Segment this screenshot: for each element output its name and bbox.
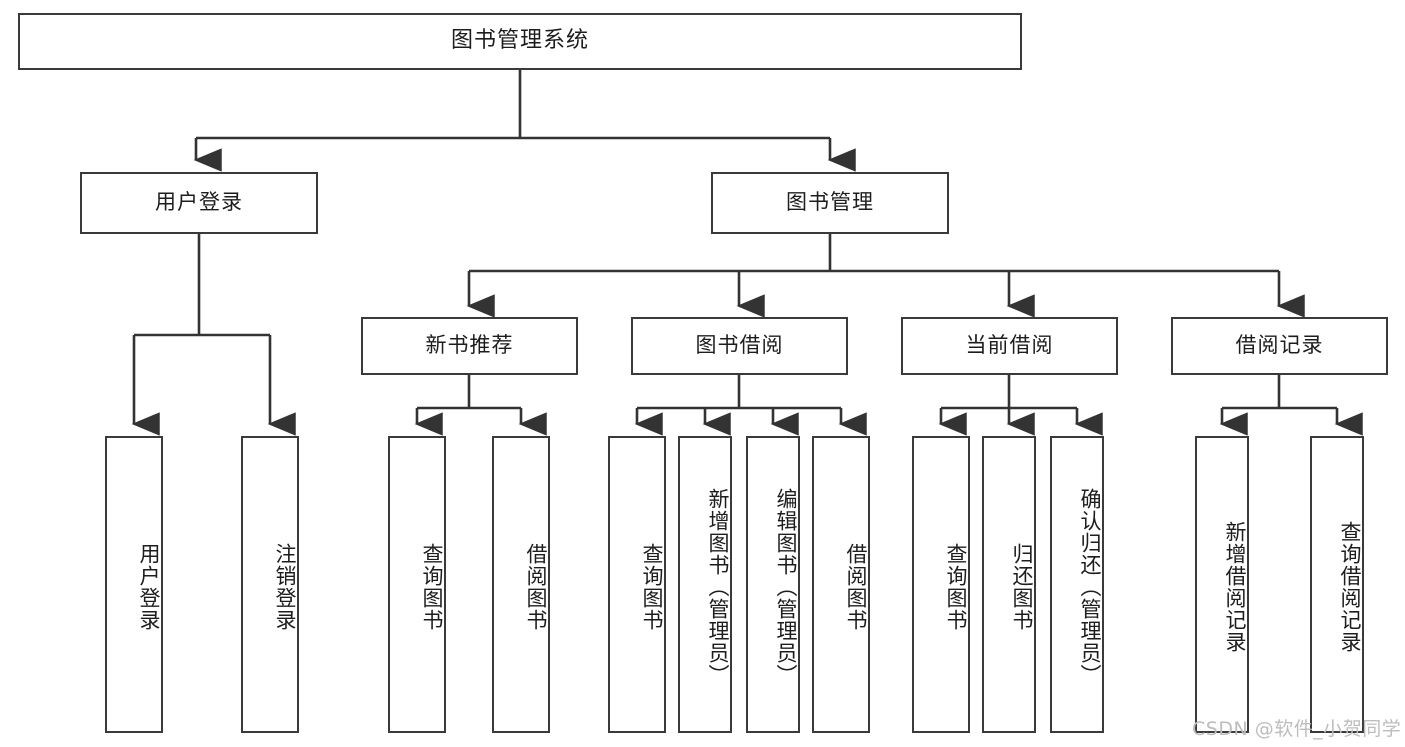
leaf-borrow-query-book[interactable]: 查询图书 — [608, 436, 666, 733]
leaf-recommend-borrow-book[interactable]: 借阅图书 — [492, 436, 550, 733]
leaf-record-query-record[interactable]: 查询借阅记录 — [1310, 436, 1364, 733]
leaf-current-confirm-return-admin[interactable]: 确认归还（管理员） — [1050, 436, 1104, 733]
leaf-user-login-logout[interactable]: 注销登录 — [241, 436, 299, 733]
leaf-borrow-borrow-book[interactable]: 借阅图书 — [812, 436, 870, 733]
leaf-recommend-query-book[interactable]: 查询图书 — [388, 436, 446, 733]
node-book-management[interactable]: 图书管理 — [711, 172, 949, 234]
node-book-borrow[interactable]: 图书借阅 — [631, 317, 848, 375]
leaf-current-query-book[interactable]: 查询图书 — [912, 436, 970, 733]
leaf-record-add-record[interactable]: 新增借阅记录 — [1195, 436, 1249, 733]
leaf-user-login-login[interactable]: 用户登录 — [105, 436, 163, 733]
node-root-system[interactable]: 图书管理系统 — [18, 13, 1022, 70]
node-user-login[interactable]: 用户登录 — [80, 172, 318, 234]
leaf-current-return-book[interactable]: 归还图书 — [982, 436, 1036, 733]
watermark-csdn: CSDN @软件_小贺同学 — [1192, 718, 1402, 740]
node-borrow-record[interactable]: 借阅记录 — [1171, 317, 1388, 375]
node-current-borrow[interactable]: 当前借阅 — [901, 317, 1118, 375]
leaf-borrow-edit-book-admin[interactable]: 编辑图书（管理员） — [746, 436, 800, 733]
node-new-book-recommend[interactable]: 新书推荐 — [361, 317, 578, 375]
leaf-borrow-add-book-admin[interactable]: 新增图书（管理员） — [678, 436, 732, 733]
